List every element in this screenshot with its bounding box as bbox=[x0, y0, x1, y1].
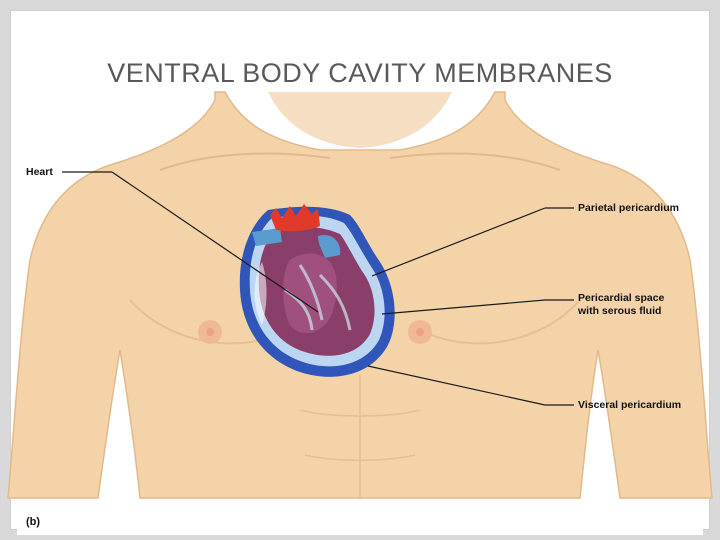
clavicle-right bbox=[389, 152, 561, 171]
heart-gloss bbox=[254, 262, 267, 325]
heart-chamber-highlight bbox=[283, 253, 337, 334]
leader-heart-diag bbox=[111, 171, 319, 313]
label-parietal-pericardium: Parietal pericardium bbox=[578, 202, 679, 214]
pectoral-right-contour bbox=[419, 299, 581, 345]
label-pericardial-space-line2: with serous fluid bbox=[578, 305, 662, 317]
abdominal-line-1 bbox=[299, 409, 421, 417]
panel-label: (b) bbox=[26, 516, 41, 528]
abdominal-line-2 bbox=[304, 454, 416, 461]
clavicle-left bbox=[159, 152, 331, 171]
neck-shadow bbox=[268, 92, 452, 148]
label-heart: Heart bbox=[26, 166, 53, 178]
leader-parietal bbox=[371, 207, 546, 277]
leader-visceral bbox=[367, 365, 546, 406]
label-visceral-pericardium: Visceral pericardium bbox=[578, 399, 682, 411]
great-vessels-red bbox=[270, 204, 320, 232]
slide-title: VENTRAL BODY CAVITY MEMBRANES bbox=[107, 58, 613, 88]
great-vessels-blue bbox=[252, 228, 341, 258]
nipple-right-center bbox=[416, 328, 424, 336]
nipple-left-center bbox=[206, 328, 214, 336]
leader-space bbox=[381, 299, 546, 315]
label-pericardial-space-line1: Pericardial space bbox=[578, 292, 665, 304]
